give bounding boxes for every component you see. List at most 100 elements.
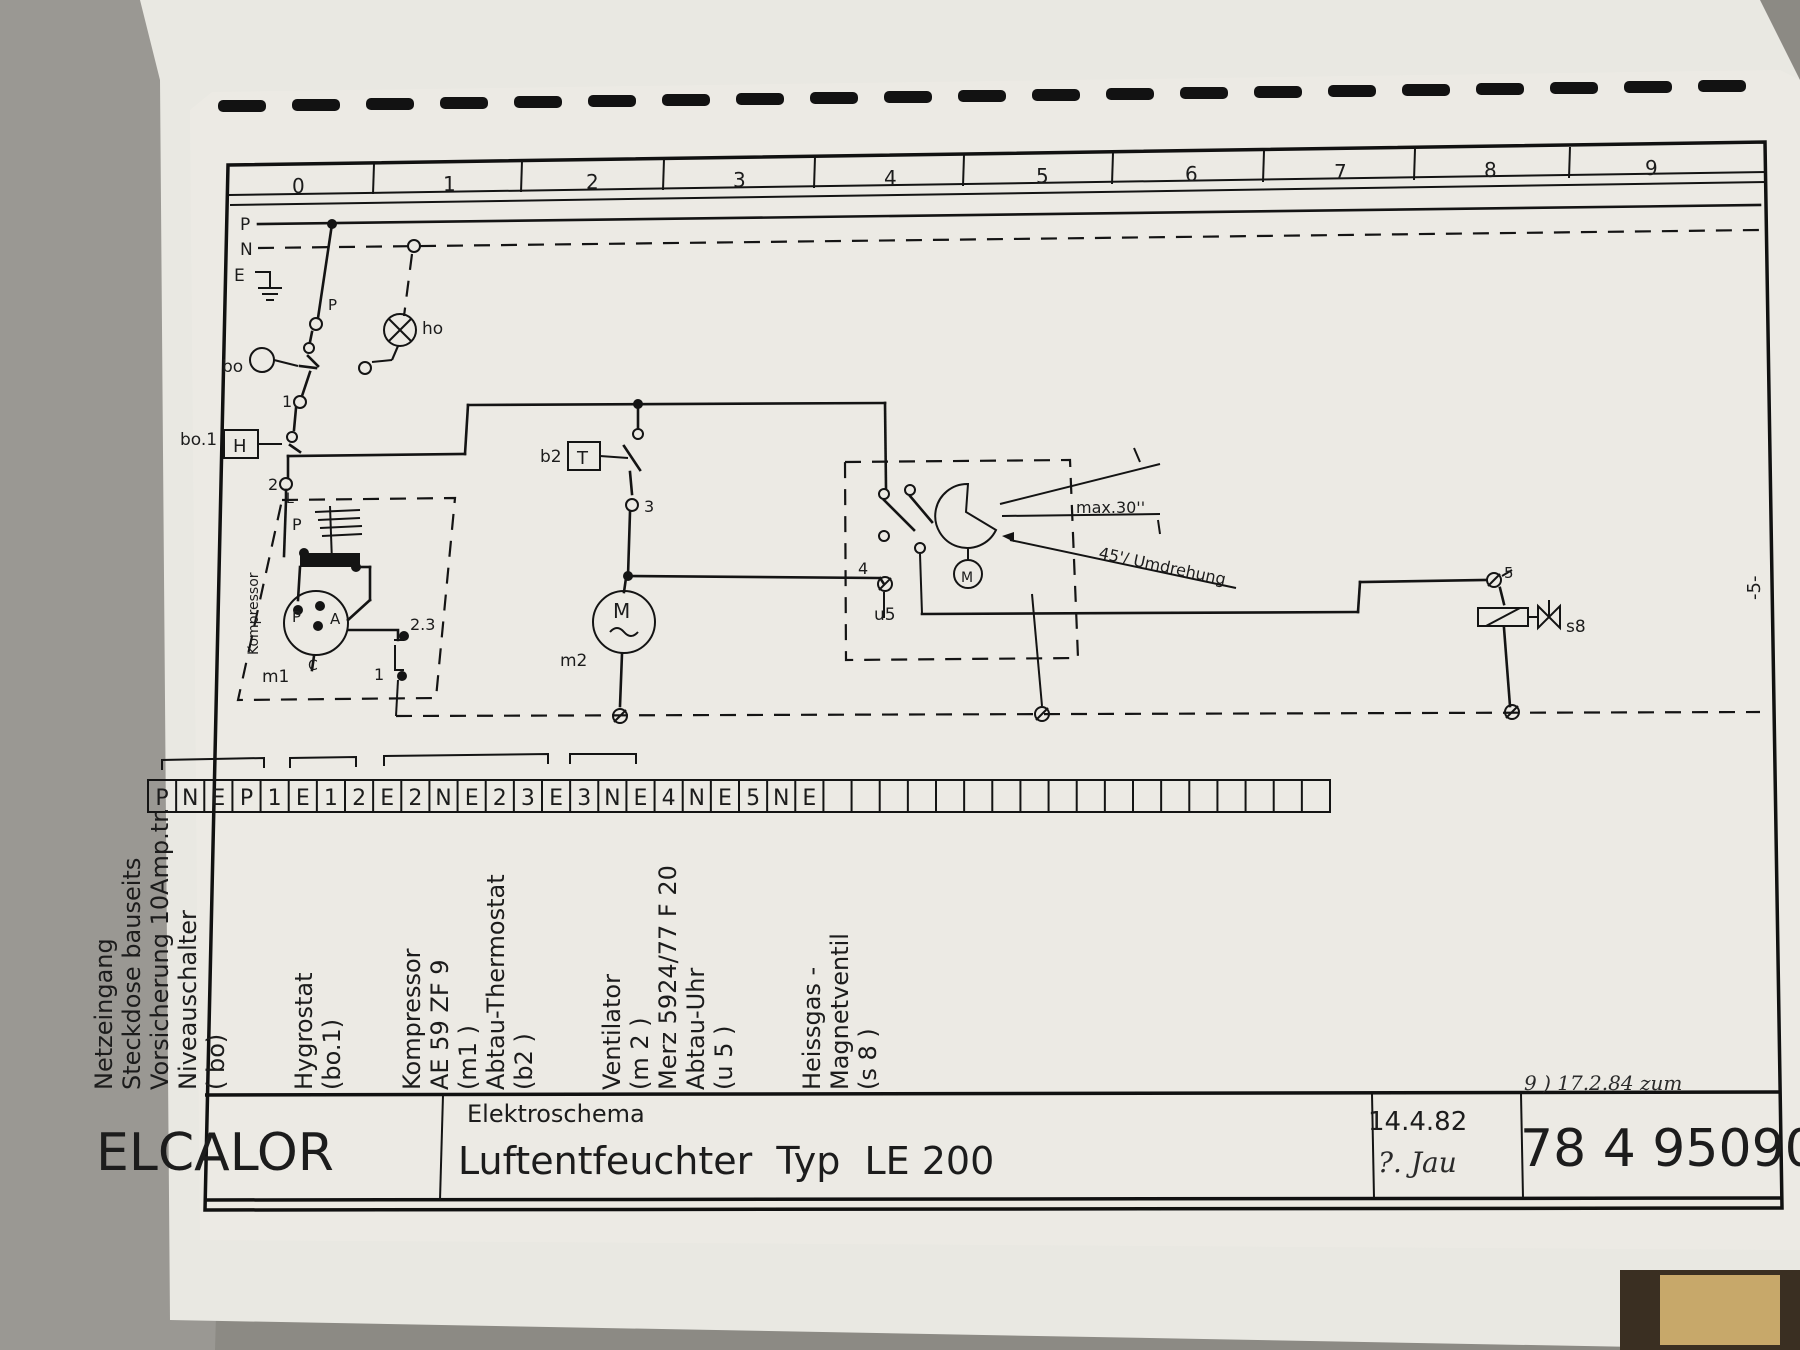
- legend-m1: (m1 ): [454, 1025, 482, 1090]
- defrost-thermostat-b2: [567, 402, 880, 581]
- grid-col-3: 3: [733, 168, 746, 192]
- terminal-strip-cell: 2: [408, 786, 422, 811]
- comp-p-label: P: [292, 608, 301, 626]
- lamp-ho: [358, 239, 421, 375]
- terminal-strip-cell: E: [296, 786, 310, 811]
- legend-kompressor: Kompressor: [398, 948, 426, 1090]
- hygrostat-symbol: H: [233, 436, 247, 457]
- legend-vorsicherung: Vorsicherung 10Amp.tr.: [146, 807, 174, 1090]
- legend-bo: ( bo): [202, 1034, 230, 1090]
- comp-c-label: C: [308, 658, 318, 674]
- company-name: ELCALOR: [96, 1123, 334, 1183]
- bo1-label: bo.1: [180, 430, 217, 450]
- solenoid-valve-s8: [1477, 569, 1561, 708]
- terminal-strip-cell: 1: [324, 786, 338, 811]
- bus-n-line: [257, 228, 1761, 250]
- terminal-strip-cell: E: [211, 786, 225, 811]
- s8-label: s8: [1566, 617, 1586, 637]
- legend-group-2: Hygrostat (bo.1): [290, 972, 346, 1090]
- ho-label: ho: [422, 319, 443, 339]
- title-block: [204, 1090, 1783, 1202]
- bus-n-label: N: [240, 240, 253, 260]
- legend-bo1: (bo.1): [318, 1019, 346, 1090]
- terminal-strip-cell: E: [380, 786, 394, 811]
- timer-motor-symbol: M: [961, 570, 973, 586]
- terminal-strip-cell: N: [182, 786, 198, 811]
- legend-steckdose: Steckdose bauseits: [118, 858, 146, 1090]
- legend-group-1: Netzeingang Steckdose bauseits Vorsicher…: [90, 807, 230, 1090]
- fan-motor-m2: [592, 576, 656, 708]
- terminal-strip-cell: N: [773, 786, 789, 811]
- spiral-binding: [218, 80, 1746, 112]
- terminal-strip-cell: P: [155, 786, 168, 811]
- grid-col-5: 5: [1036, 164, 1049, 188]
- terminal-1-label: 1: [282, 392, 292, 411]
- grid-col-9: 9: [1645, 156, 1658, 180]
- legend-group-4: Ventilator (m 2 ) Merz 5924/77 F 20 Abta…: [598, 865, 738, 1090]
- terminal-1b-label: 1: [374, 665, 384, 684]
- hygrostat-bo1: [223, 429, 282, 459]
- drawing-date: 14.4.82: [1368, 1107, 1467, 1137]
- p-contact-label: P: [328, 296, 337, 314]
- thermostat-symbol: T: [576, 448, 589, 469]
- terminal-strip-cell: 4: [662, 786, 676, 811]
- legend-magnetventil: Magnetventil: [826, 933, 854, 1090]
- grid-col-0: 0: [292, 174, 305, 198]
- terminal-strip-cell: E: [634, 786, 648, 811]
- legend: Netzeingang Steckdose bauseits Vorsicher…: [90, 807, 882, 1090]
- terminal-strip-cell: 2: [352, 786, 366, 811]
- terminal-strip-cell: 3: [521, 786, 535, 811]
- doc-type: Elektroschema: [467, 1100, 645, 1128]
- legend-group-3: Kompressor AE 59 ZF 9 (m1 ) Abtau-Thermo…: [398, 874, 538, 1090]
- terminal-strip-cell: 2: [493, 786, 507, 811]
- bus-lines: [255, 203, 1762, 301]
- earth-symbol: [255, 271, 282, 301]
- terminal-strip-cell: N: [435, 786, 451, 811]
- u5-label: u5: [874, 605, 896, 625]
- terminal-strip-cell: E: [802, 786, 816, 811]
- grid-col-2: 2: [586, 170, 599, 194]
- legend-ae59zf9: AE 59 ZF 9: [426, 959, 454, 1090]
- legend-merz: Merz 5924/77 F 20: [654, 865, 682, 1090]
- legend-group-5: Heissgas - Magnetventil (s 8 ): [798, 933, 882, 1090]
- legend-heissgas: Heissgas -: [798, 967, 826, 1090]
- terminal-strip-cell: P: [240, 786, 253, 811]
- revision-note: 9 ) 17.2.84 zum: [1524, 1071, 1682, 1095]
- legend-u5: (u 5 ): [710, 1026, 738, 1090]
- timer-max-label: max.30'': [1076, 498, 1145, 517]
- terminal-strip-cell: E: [465, 786, 479, 811]
- bus-p-line: [256, 203, 1762, 226]
- supply-chain: [279, 219, 887, 502]
- defrost-timer-u5: [843, 401, 1488, 707]
- drawing-number: 78 4 95090: [1520, 1119, 1800, 1179]
- legend-abtau-thermostat: Abtau-Thermostat: [482, 874, 510, 1090]
- terminal-2-3-label: 2.3: [410, 615, 435, 634]
- grid-col-7: 7: [1334, 160, 1347, 184]
- fan-motor-symbol: M: [613, 599, 630, 623]
- page-number: -5-: [1744, 576, 1765, 600]
- legend-ventilator: Ventilator: [598, 974, 626, 1090]
- terminal-2-label: 2: [268, 475, 278, 494]
- terminal-strip-cell: N: [689, 786, 705, 811]
- grid-col-8: 8: [1484, 158, 1497, 182]
- grid-col-6: 6: [1185, 162, 1198, 186]
- m2-label: m2: [560, 651, 587, 671]
- legend-niveauschalter: Niveauschalter: [174, 910, 202, 1090]
- terminal-strip-cell: 3: [577, 786, 591, 811]
- drawn-by-signature: ?. Jau: [1378, 1146, 1457, 1179]
- compressor-m1: [236, 496, 457, 717]
- b2-label: b2: [540, 447, 562, 467]
- drawing-title: Luftentfeuchter Typ LE 200: [458, 1139, 994, 1183]
- legend-hygrostat: Hygrostat: [290, 972, 318, 1090]
- comp-p2-label: P: [292, 515, 302, 534]
- grid-col-4: 4: [884, 166, 897, 190]
- terminal-strip-cell: E: [549, 786, 563, 811]
- legend-netzeingang: Netzeingang: [90, 938, 118, 1090]
- legend-m2: (m 2 ): [626, 1017, 654, 1090]
- terminal-5-label: 5: [1504, 564, 1514, 582]
- comp-a-label: A: [330, 610, 341, 628]
- bus-p-label: P: [240, 215, 250, 235]
- compressor-label: Kompressor: [246, 572, 262, 655]
